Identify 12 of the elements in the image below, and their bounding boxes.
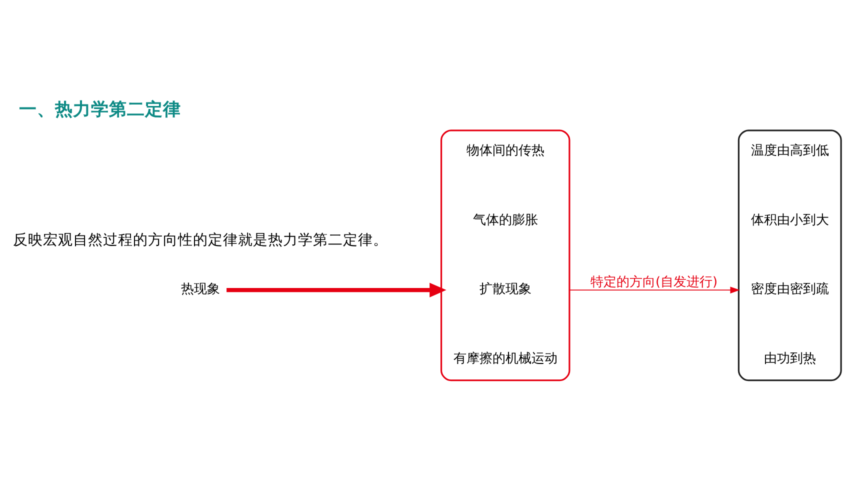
caption: 反映宏观自然过程的方向性的定律就是热力学第二定律。 (13, 232, 388, 248)
diagram-title: 一、热力学第二定律 (18, 99, 181, 120)
node-text: 物体间的传热 (466, 142, 544, 158)
node-text: 有摩擦的机械运动 (453, 350, 558, 366)
node-text: 热现象 (181, 282, 220, 297)
node-text: 体积由小到大 (750, 212, 829, 228)
node-text: 扩散现象 (479, 282, 532, 297)
edge-label: 特定的方向(自发进行) (590, 274, 718, 290)
node-text: 密度由密到疏 (750, 282, 829, 297)
node-text: 温度由高到低 (750, 142, 829, 158)
node-text: 气体的膨胀 (472, 212, 538, 228)
node-text: 由功到热 (764, 350, 816, 366)
